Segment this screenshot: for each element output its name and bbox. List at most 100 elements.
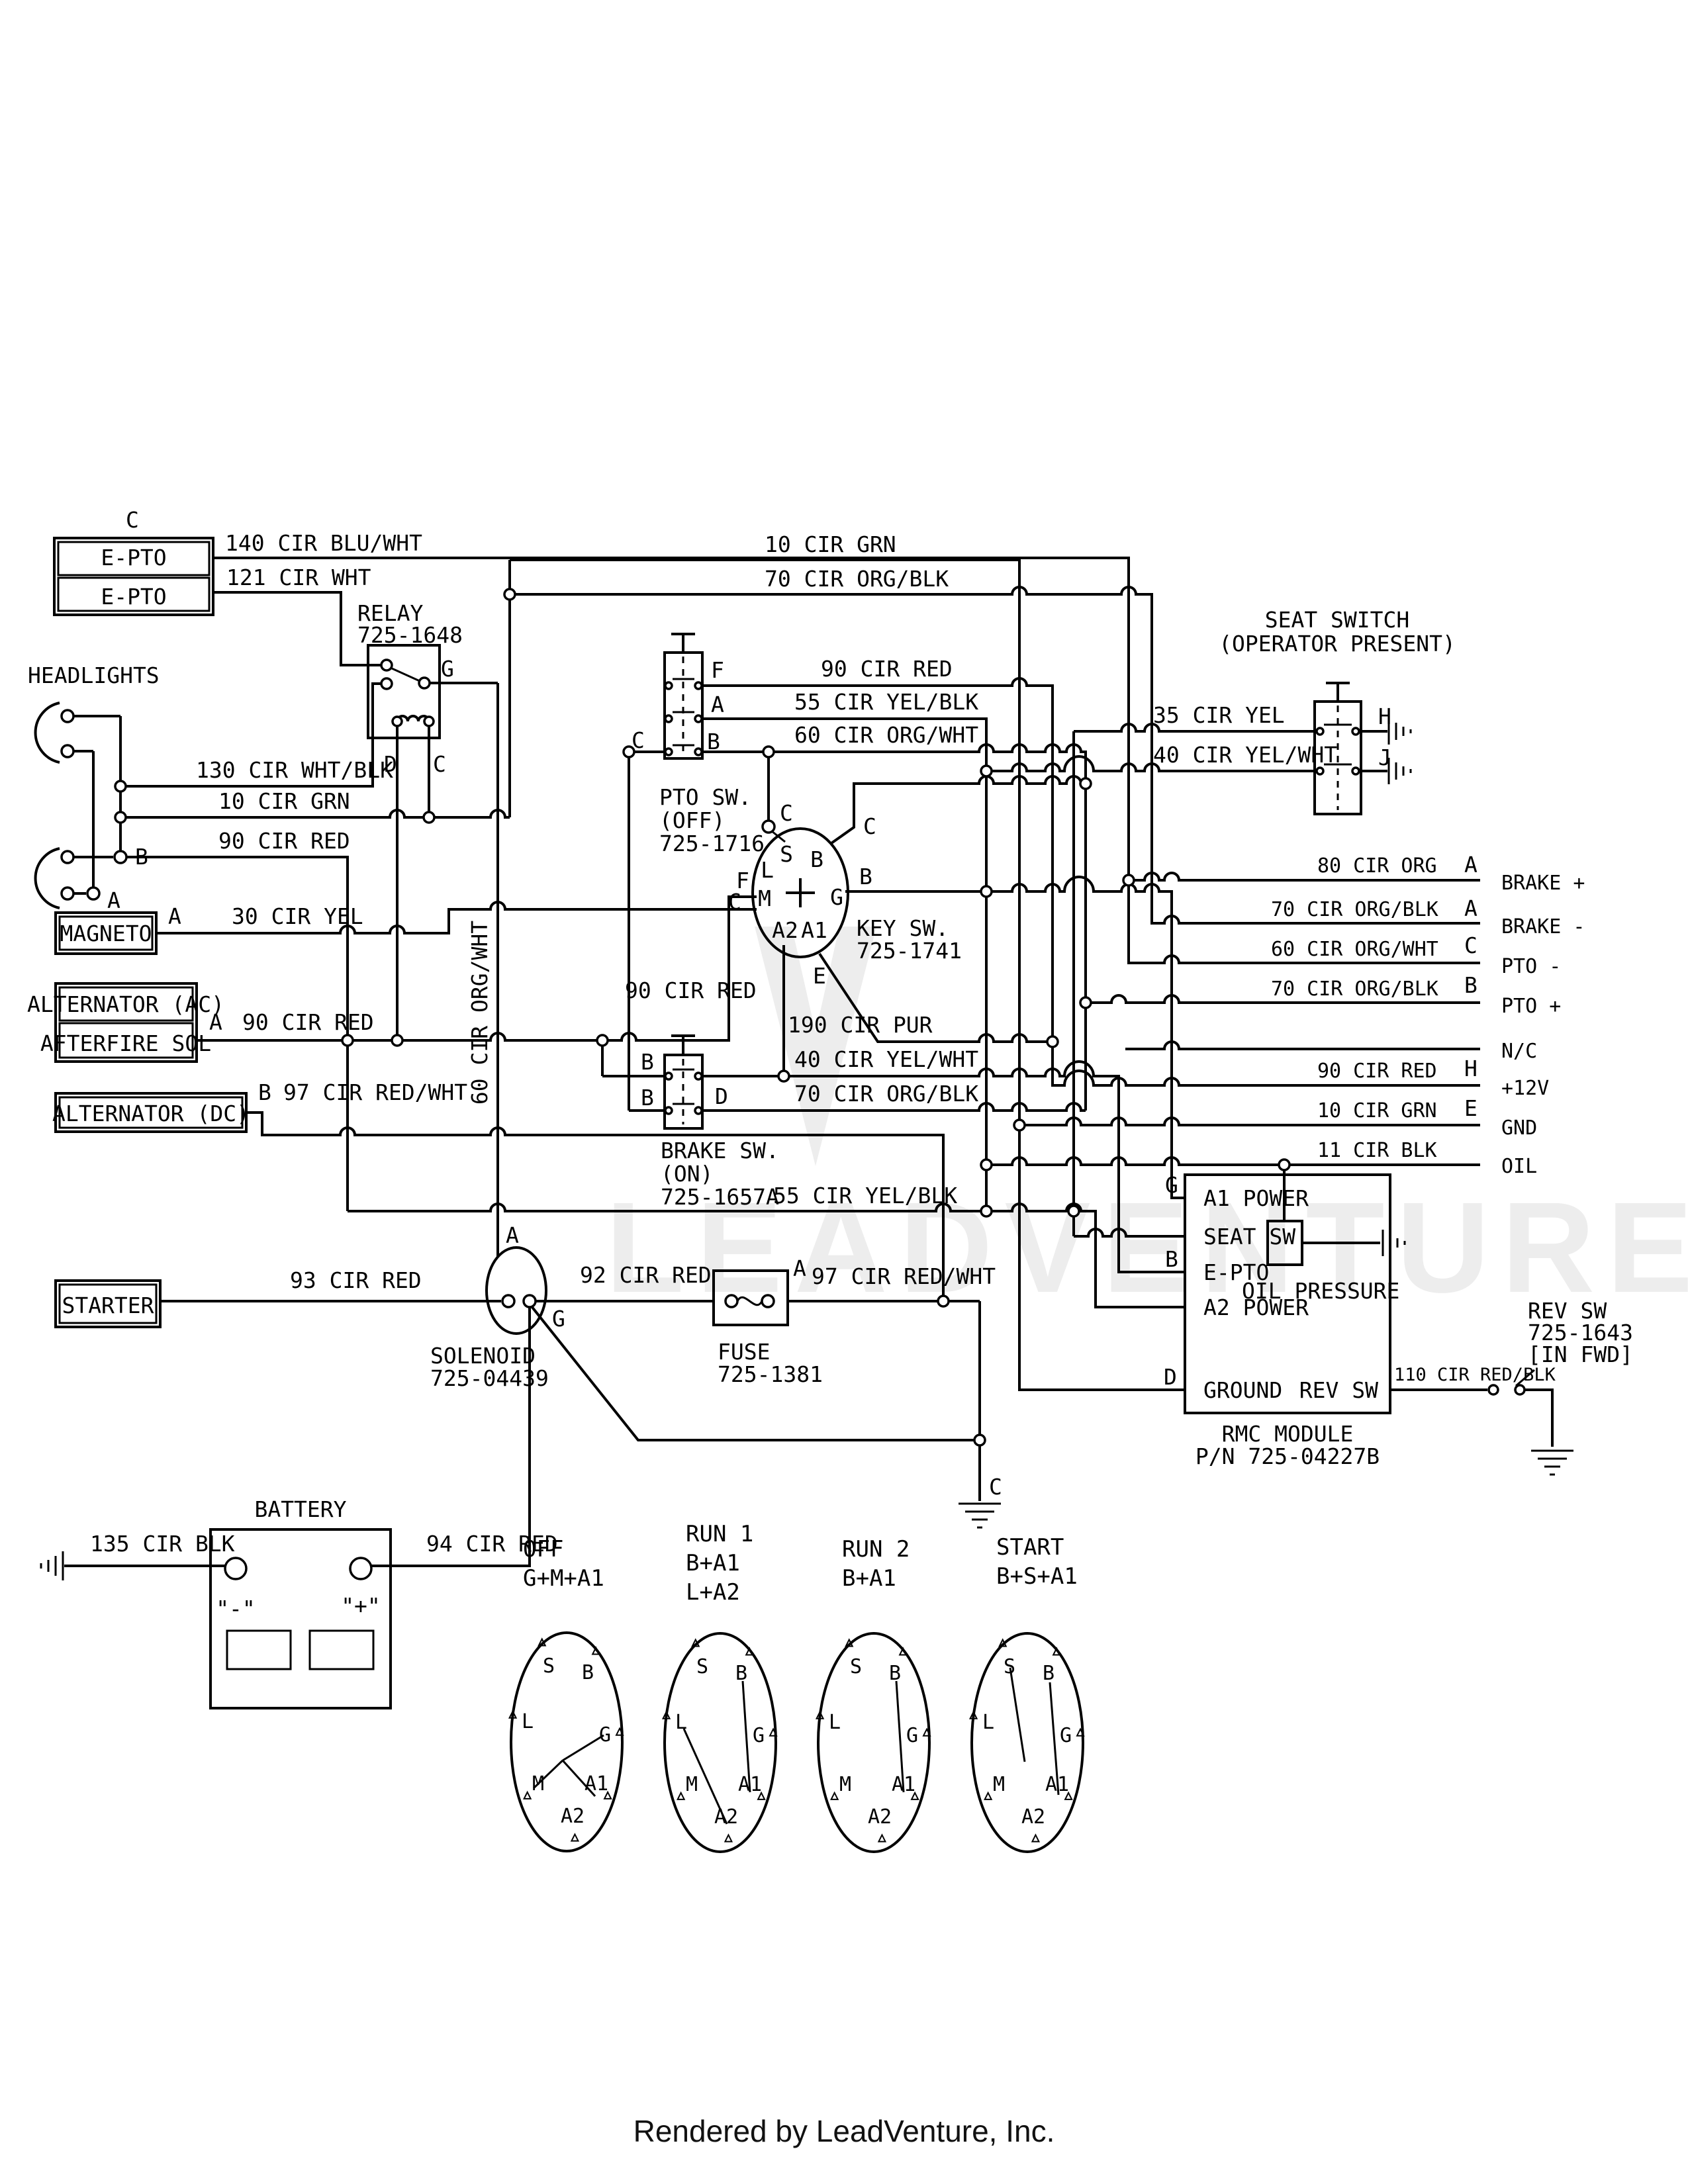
dial-terminal-label: M [686, 1773, 698, 1796]
dial-title: L+A2 [686, 1579, 740, 1606]
diagram-label: B [1464, 972, 1477, 998]
dial-terminal-marker [968, 1710, 978, 1719]
epto-connector [53, 537, 214, 616]
relay [367, 644, 441, 739]
diagram-label: G [441, 656, 454, 682]
diagram-label: 11 CIR BLK [1317, 1139, 1437, 1162]
diagram-label: C [1464, 933, 1477, 958]
diagram-label: A2 [772, 917, 798, 943]
dial-title: B+A1 [842, 1565, 896, 1592]
diagram-label: BRAKE - [1501, 915, 1585, 938]
diagram-label: C [728, 889, 741, 915]
diagram-label: 10 CIR GRN [1317, 1099, 1437, 1122]
dial-terminal-label: L [982, 1711, 994, 1734]
key-switch [751, 819, 849, 958]
diagram-label: SEAT SWITCH [1265, 607, 1410, 633]
diagram-label: STARTER [62, 1293, 154, 1318]
dial-terminal-label: M [993, 1773, 1005, 1796]
dial-terminal-marker [745, 1647, 754, 1656]
dial-title: B+A1 [686, 1550, 740, 1576]
diagram-label: 35 CIR YEL [1153, 702, 1285, 728]
diagram-label: A [107, 887, 120, 913]
diagram-label: PTO - [1501, 955, 1561, 978]
diagram-label: 94 CIR RED [426, 1531, 558, 1557]
diagram-label: ALTERNATOR (DC) [52, 1101, 250, 1126]
diagram-label: 70 CIR ORG/BLK [794, 1081, 978, 1107]
battery-ground-symbol [40, 1551, 64, 1580]
dial-terminal-marker [724, 1833, 733, 1843]
diagram-label: F [711, 657, 724, 683]
diagram-label: KEY SW. [857, 915, 949, 941]
diagram-label: 80 CIR ORG [1317, 854, 1437, 878]
brake-switch [663, 1034, 704, 1130]
magneto-box [54, 911, 158, 955]
diagram-label: S [780, 841, 793, 867]
diagram-label: ALTERNATOR (AC) [27, 991, 224, 1017]
battery [209, 1528, 392, 1709]
diagram-label: D [715, 1083, 728, 1109]
alternator-ac-afterfire-box [54, 982, 198, 1063]
diagram-label: 55 CIR YEL/BLK [794, 689, 978, 715]
dial-terminal-marker [603, 1790, 612, 1799]
dial-terminal-marker [677, 1791, 686, 1800]
diagram-label: C [126, 507, 139, 533]
dial-terminal-label: A1 [585, 1772, 608, 1796]
dial-title: G+M+A1 [523, 1565, 604, 1592]
diagram-label: E [1464, 1095, 1477, 1121]
dial-terminal-label: M [839, 1773, 851, 1796]
diagram-label: 110 CIR RED/BLK [1394, 1365, 1556, 1385]
diagram-label: B [258, 1079, 271, 1105]
wires-bottom [64, 1300, 981, 1567]
diagram-label: E-PTO [101, 545, 166, 570]
dial-terminal-label: S [850, 1655, 862, 1678]
diagram-label: REV SW [1299, 1377, 1378, 1403]
diagram-label: (OPERATOR PRESENT) [1219, 631, 1456, 657]
seat-h-ground-symbol [1387, 718, 1412, 745]
dial-terminal-marker [591, 1646, 600, 1655]
dial-terminal-marker [769, 1727, 778, 1737]
dial-terminal-label: S [696, 1655, 708, 1678]
key-position-dial: RUN 2B+A1SBLGMA1A2 [815, 1536, 931, 1853]
fuse [712, 1269, 789, 1326]
dial-terminal-label: L [522, 1710, 534, 1733]
diagram-label: "+" [341, 1593, 381, 1619]
diagram-label: (ON) [661, 1161, 713, 1187]
dial-terminal-marker [661, 1710, 671, 1719]
diagram-label: C [632, 727, 645, 753]
diagram-label: REV SW [1528, 1298, 1607, 1324]
diagram-label: A [793, 1255, 806, 1281]
dial-terminal-marker [570, 1833, 580, 1842]
diagram-label: 40 CIR YEL/WHT [1153, 742, 1337, 768]
dial-terminal-marker [1031, 1833, 1041, 1843]
diagram-label: J [1378, 745, 1391, 770]
dial-terminal-marker [984, 1791, 993, 1800]
dial-title: RUN 1 [686, 1521, 753, 1547]
diagram-label: +12V [1501, 1077, 1549, 1100]
diagram-label: F [736, 868, 749, 893]
diagram-label: 90 CIR RED [218, 828, 350, 854]
dial-contact-line [562, 1734, 604, 1762]
dial-terminal-marker [523, 1790, 532, 1799]
diagram-label: A2 POWER [1203, 1295, 1309, 1320]
dial-contact-line [741, 1680, 751, 1793]
diagram-label: A [168, 903, 181, 929]
diagram-label: H [1464, 1056, 1477, 1081]
diagram-label: BRAKE SW. [661, 1138, 779, 1163]
diagram-label: 130 CIR WHT/BLK [196, 757, 393, 783]
dial-terminal-label: B [889, 1662, 901, 1685]
diagram-label: 725-1643 [1528, 1320, 1633, 1345]
diagram-label: 70 CIR ORG/BLK [765, 566, 949, 592]
diagram-label: 725-1741 [857, 938, 962, 964]
diagram-label: B [135, 844, 148, 870]
diagram-label: 30 CIR YEL [232, 903, 363, 929]
diagram-label: E [813, 963, 826, 989]
diagram-label: 135 CIR BLK [90, 1531, 235, 1557]
dial-terminal-label: B [582, 1661, 594, 1684]
dial-terminal-label: G [599, 1723, 611, 1747]
diagram-label: D [1164, 1364, 1177, 1390]
dial-terminal-marker [845, 1638, 854, 1647]
rev-ground-symbol [1531, 1449, 1573, 1476]
diagram-label: [IN FWD] [1528, 1342, 1633, 1367]
